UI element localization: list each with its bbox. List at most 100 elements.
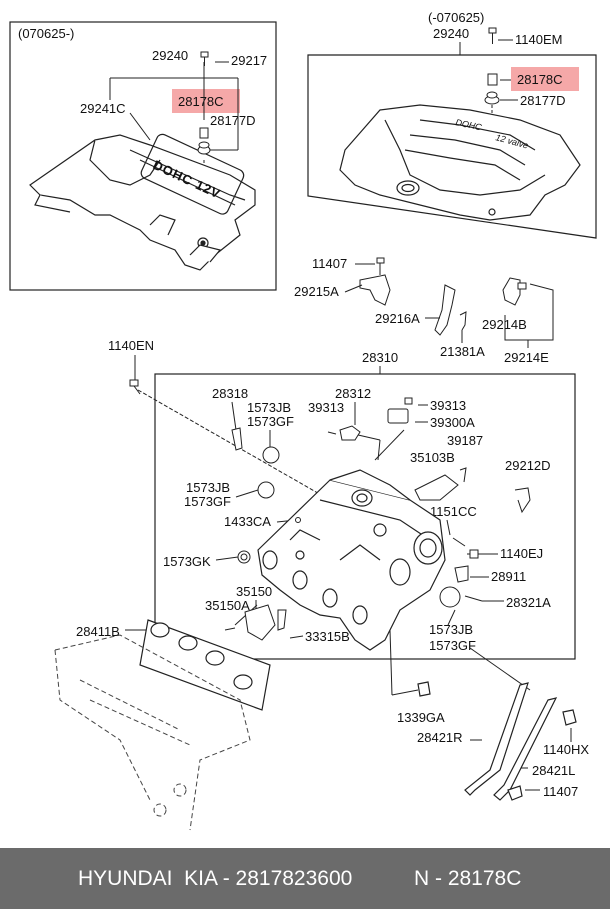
label-29217-left: 29217 (231, 53, 267, 68)
label-21381a: 21381A (440, 344, 485, 359)
plug-1433ca-icon (295, 517, 301, 523)
label-28421l: 28421L (532, 763, 575, 778)
stay-28421r (464, 682, 529, 796)
bolt-29217-icon (200, 51, 209, 66)
valve-35150 (244, 604, 276, 641)
label-35150: 35150 (236, 584, 272, 599)
engine-cover-left (29, 133, 256, 271)
label-28911: 28911 (491, 569, 526, 584)
label-1573gk: 1573GK (163, 554, 211, 569)
bracket-29216a (434, 284, 456, 336)
lower-right-parts: 1339GA 28421R 1140HX 28421L 11407 (389, 629, 589, 801)
grommet-28178c-left-icon (199, 127, 209, 139)
bracket-29215a (359, 274, 391, 306)
highlight-28178c-left (172, 89, 240, 113)
label-1140em: 1140EM (515, 32, 562, 47)
label-1573jb-b: 1573JB (186, 480, 230, 495)
footer-bar: HYUNDAI KIA - 2817823600 N - 28178C (0, 848, 610, 909)
bolt-1140em-icon (488, 27, 497, 44)
label-33315b: 33315B (305, 629, 350, 644)
label-1151cc: 1151CC (430, 504, 477, 519)
bolt-1140en-icon (129, 379, 141, 395)
sensor-39300a (387, 408, 409, 424)
stay-28421l (493, 697, 558, 801)
label-11407-top: 11407 (312, 256, 347, 271)
bolt-11407-bottom-icon (507, 785, 523, 801)
label-28178c-right: 28178C (517, 72, 563, 87)
label-1573gf-c: 1573GF (429, 638, 476, 653)
inset-right-frame (307, 54, 597, 239)
label-39313-a: 39313 (308, 400, 344, 415)
bolt-28321a-icon (464, 595, 483, 602)
plug-1573jb-b-icon (257, 481, 275, 499)
label-28411b: 28411B (76, 624, 120, 639)
label-1573jb-c: 1573JB (429, 622, 473, 637)
main-assembly: 28310 1140EN 28318 1573JB 1573GF 28312 3… (76, 338, 576, 660)
label-39300a: 39300A (430, 415, 475, 430)
label-1140ej: 1140EJ (500, 546, 543, 561)
bolt-39313-a-icon (327, 431, 337, 435)
parts-diagram: (070625-) 29240 29217 29241C 28178C 2817… (9, 10, 597, 831)
grommet-28177d-right-icon (484, 91, 500, 105)
bolt-35150a-icon (224, 627, 236, 631)
bracket-33315b (277, 609, 287, 631)
label-29214e: 29214E (504, 350, 549, 365)
label-28177d-right: 28177D (520, 93, 566, 108)
bolt-11407-top-icon (376, 257, 385, 264)
highlight-28178c-right (511, 67, 579, 91)
gasket-28411b (139, 619, 271, 711)
label-39187: 39187 (447, 433, 483, 448)
label-1140hx: 1140HX (543, 742, 589, 757)
label-28310: 28310 (362, 350, 398, 365)
label-1573gf-a: 1573GF (247, 414, 294, 429)
brackets-group: 11407 29215A 29216A 21381A 29214B 29214E (294, 256, 554, 365)
label-1573jb-a: 1573JB (247, 400, 291, 415)
bolt-1140hx-icon (562, 709, 577, 726)
label-28421r: 28421R (417, 730, 463, 745)
label-11407-bottom: 11407 (543, 784, 578, 799)
engine-cover-right (339, 104, 581, 221)
label-29215a: 29215A (294, 284, 339, 299)
label-1433ca: 1433CA (224, 514, 271, 529)
label-29240-left: 29240 (152, 48, 188, 63)
label-29216a: 29216A (375, 311, 420, 326)
label-29214b: 29214B (482, 317, 527, 332)
label-28178c-left: 28178C (178, 94, 224, 109)
nut-1339ga-icon (417, 681, 431, 697)
plug-1573jb-a-icon (262, 446, 280, 464)
sensor-28911 (454, 565, 469, 583)
bolt-21381a-icon (459, 311, 467, 331)
inset-right: (-070625) 29240 1140EM 28178C 28177D DOH… (307, 10, 597, 239)
gasket-1573jb-c-icon (439, 586, 461, 608)
bolt-1140ej-icon (469, 549, 479, 559)
label-28318: 28318 (212, 386, 248, 401)
label-29240-right: 29240 (433, 26, 469, 41)
intake-manifold (257, 469, 446, 651)
label-28321a: 28321A (506, 595, 551, 610)
inset-right-period: (-070625) (428, 10, 484, 25)
label-29241c-left: 29241C (80, 101, 126, 116)
label-1140en: 1140EN (108, 338, 154, 353)
grommet-28177d-left-icon (197, 141, 211, 155)
grommet-28178c-right-icon (487, 73, 498, 86)
label-35150a: 35150A (205, 598, 250, 613)
inset-left: (070625-) 29240 29217 29241C 28178C 2817… (9, 21, 277, 291)
bolt-39313-b-icon (404, 397, 413, 405)
label-29212d: 29212D (505, 458, 551, 473)
sensor-28312 (339, 425, 361, 441)
inset-left-frame (9, 21, 277, 291)
pipe-29212d (514, 487, 531, 514)
label-39313-b: 39313 (430, 398, 466, 413)
footer-code: N - 28178C (414, 867, 522, 890)
footer-brand-part-number: HYUNDAI KIA - 2817823600 (78, 867, 353, 890)
assembly-leaders (125, 401, 504, 639)
bolt-1151cc-icon (452, 537, 466, 547)
label-1339ga: 1339GA (397, 710, 445, 725)
inset-left-period: (070625-) (18, 26, 74, 41)
bracket-28318 (231, 427, 243, 451)
label-28177d-left: 28177D (210, 113, 256, 128)
assembly-frame (154, 373, 576, 660)
cylinder-head-sketch (54, 634, 251, 831)
label-28312: 28312 (335, 386, 371, 401)
bracket-29214b (502, 277, 521, 306)
